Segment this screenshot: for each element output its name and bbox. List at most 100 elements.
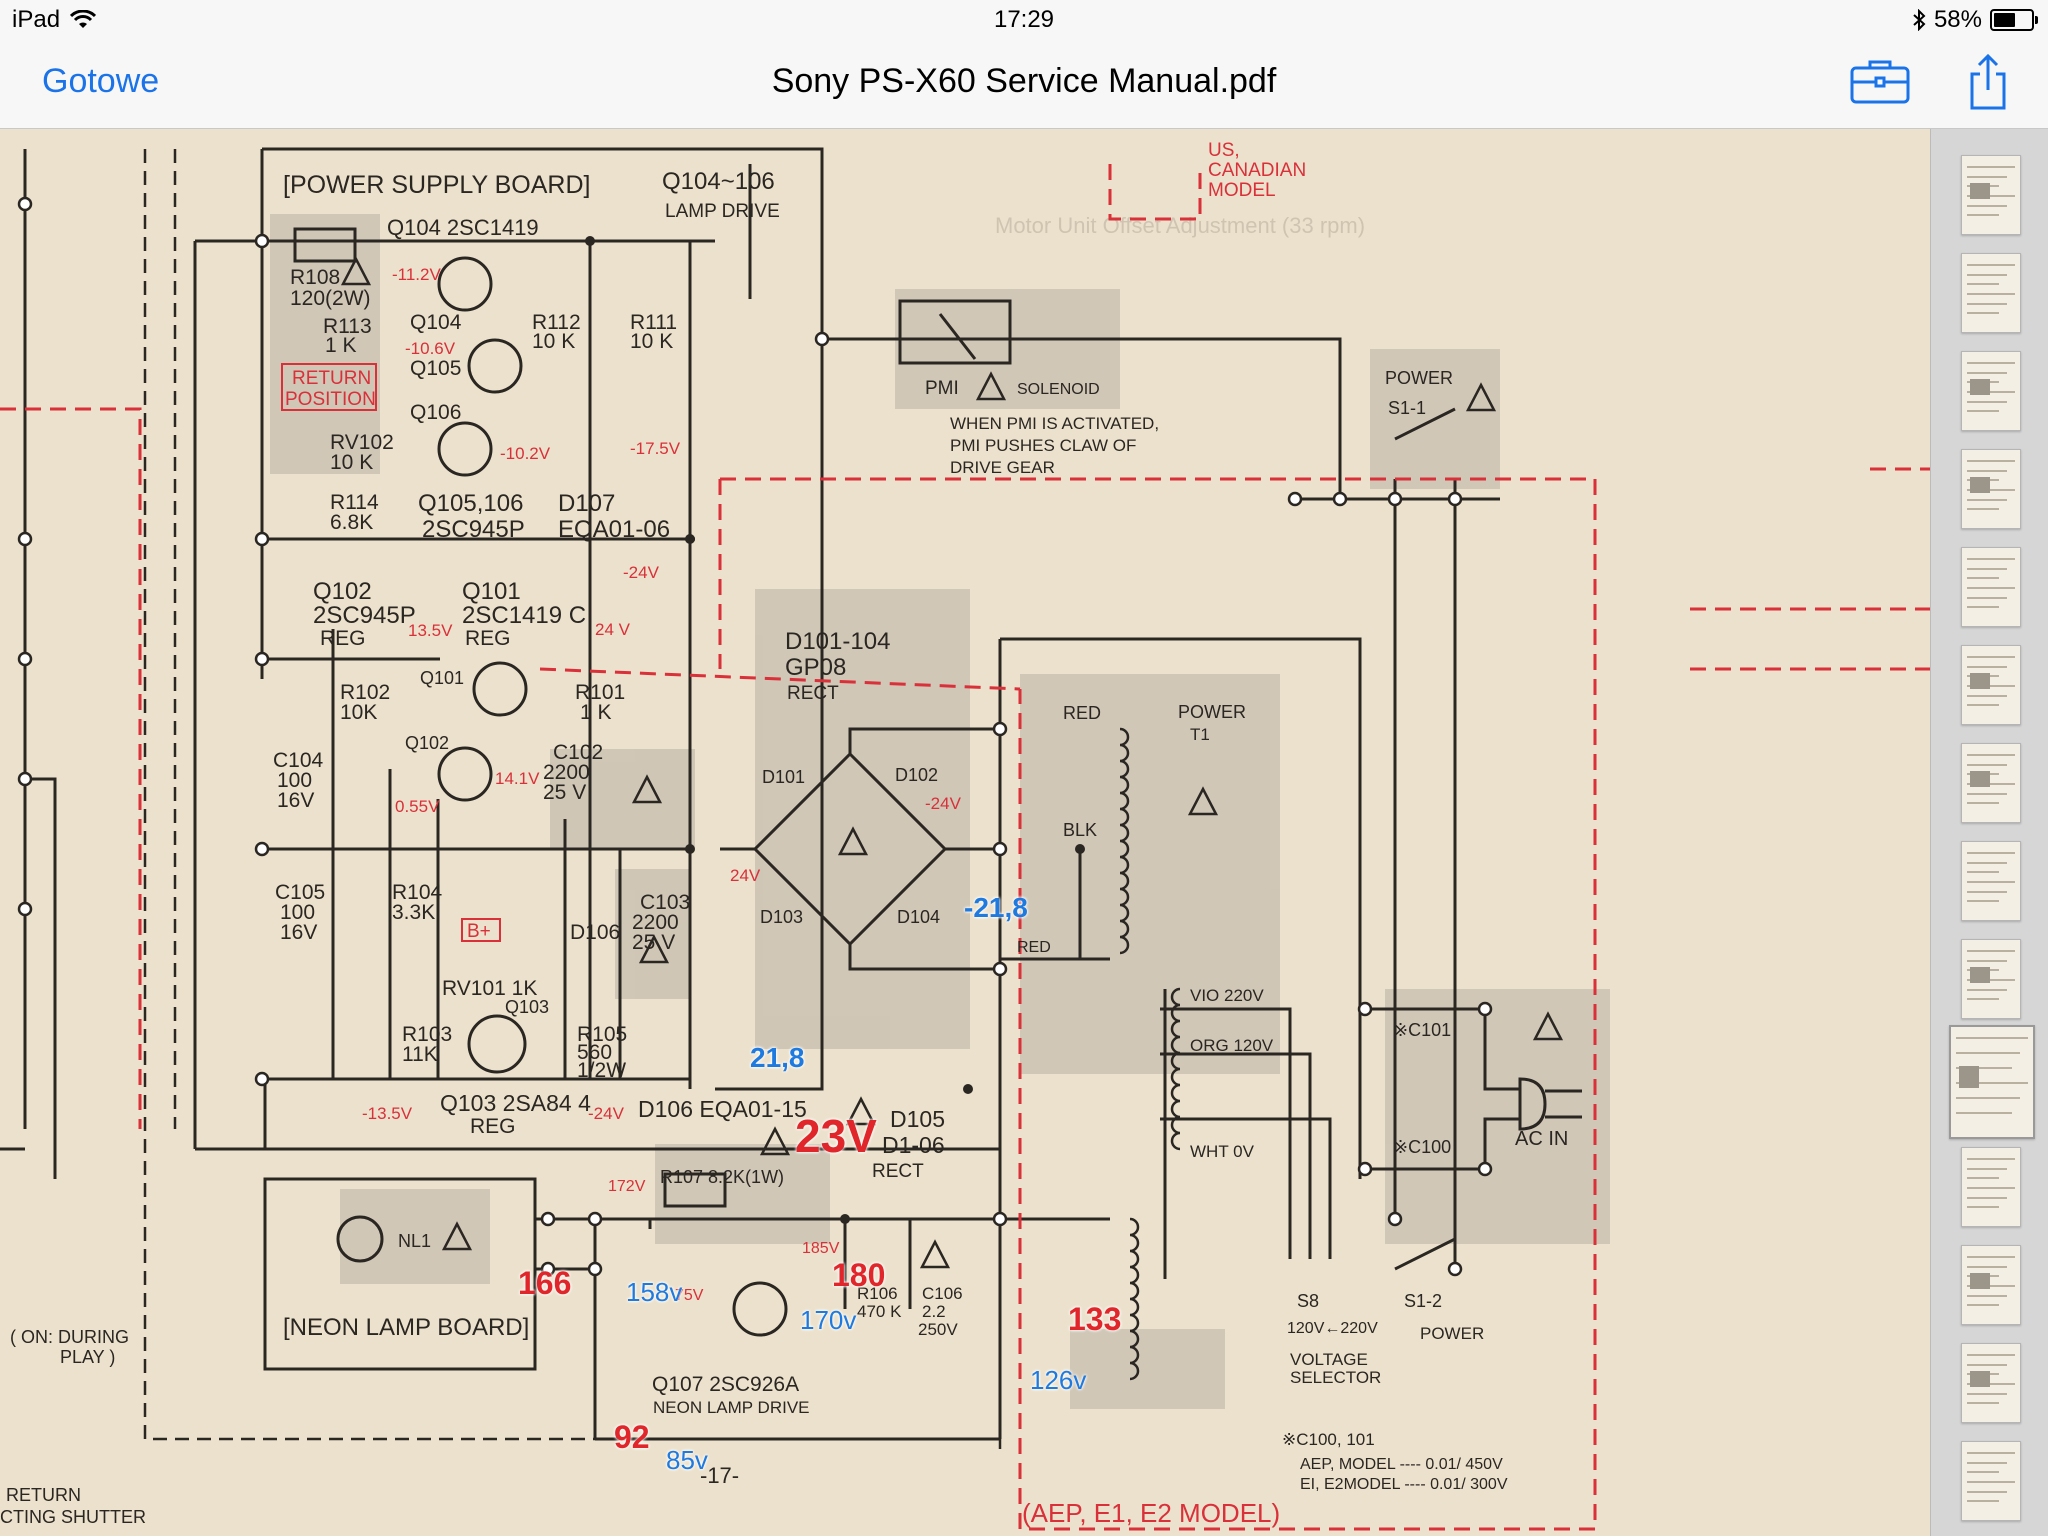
red-dash-aep-frame xyxy=(720,477,1597,1531)
page-thumbnail[interactable] xyxy=(1961,1441,2021,1521)
label-q102-type: 2SC945P xyxy=(313,602,416,629)
label-r103-val: 11K xyxy=(402,1043,438,1066)
label-r102-val: 10K xyxy=(340,701,377,724)
toolbox-icon[interactable] xyxy=(1848,54,1912,106)
label-r107: R107 8.2K(1W) xyxy=(660,1167,784,1187)
thumbnail-text-line xyxy=(1967,871,1999,874)
label-r108: R108 xyxy=(290,266,340,289)
label-q103-2sa844: Q103 2SA84 4 xyxy=(440,1090,591,1116)
page-thumbnail[interactable] xyxy=(1961,645,2021,725)
thumbnail-text-line xyxy=(1967,861,2007,864)
label-lamp-drive: LAMP DRIVE xyxy=(665,201,780,222)
label-c100: ※C100 xyxy=(1393,1137,1451,1157)
thumbnail-figure xyxy=(1970,477,1990,493)
page-thumbnail[interactable] xyxy=(1961,1245,2021,1325)
thumbnail-text-line xyxy=(1956,1067,2012,1069)
label-r111-val: 10 K xyxy=(630,330,673,353)
annotation-minus-21-8: -21,8 xyxy=(964,892,1028,923)
page-thumbnail[interactable] xyxy=(1961,449,2021,529)
label-c102-v1: 2200 xyxy=(543,761,590,784)
red-dash-us xyxy=(1108,164,1202,221)
wire-bridge-bottom xyxy=(848,944,1000,971)
label-solenoid: SOLENOID xyxy=(1017,381,1100,398)
thumbnail-text-line xyxy=(1967,362,2015,364)
label-c105-v1: 100 xyxy=(280,901,315,924)
thumbnail-text-line xyxy=(1967,1256,2015,1258)
page-thumbnails-sidebar[interactable] xyxy=(1930,129,2048,1536)
done-button[interactable]: Gotowe xyxy=(42,62,160,100)
shade-s8 xyxy=(1070,1329,1225,1409)
label-r101-val: 1 K xyxy=(580,701,612,724)
warning-icon xyxy=(1465,382,1497,412)
label-d105-type: D1-06 xyxy=(882,1132,945,1158)
annotation-133: 133 xyxy=(1068,1301,1122,1337)
thumbnail-text-line xyxy=(1967,606,1999,609)
volt-v15: 75V xyxy=(675,1287,704,1304)
page-thumbnail[interactable] xyxy=(1961,841,2021,921)
label-d102: D102 xyxy=(895,765,938,785)
coil-winding xyxy=(1129,1217,1140,1381)
switch-s1-2 xyxy=(1394,1237,1456,1271)
label-c105-v2: 16V xyxy=(280,921,317,944)
thumbnail-text-line xyxy=(1956,1097,2020,1099)
wifi-icon xyxy=(70,10,97,28)
page-thumbnail[interactable] xyxy=(1961,939,2021,1019)
label-rv101: RV101 1K xyxy=(442,977,537,1000)
label-d104: D104 xyxy=(897,907,940,927)
label-r113-val: 1 K xyxy=(325,334,357,357)
volt-v2: -10.6V xyxy=(405,339,456,358)
label-rect: RECT xyxy=(787,683,839,704)
page-thumbnail[interactable] xyxy=(1961,351,2021,431)
label-return-position-2: POSITION xyxy=(285,389,376,410)
thumbnail-text-line xyxy=(1967,498,2007,501)
thumbnail-text-line xyxy=(1967,1402,1999,1405)
thumbnail-text-line xyxy=(1967,1363,2007,1366)
label-c106: C106 xyxy=(922,1284,963,1303)
label-q105-106: Q105,106 xyxy=(418,490,523,517)
label-page-no: -17- xyxy=(700,1463,739,1488)
thumbnail-text-line xyxy=(1967,460,2015,462)
page-thumbnail[interactable] xyxy=(1961,1343,2021,1423)
page-thumbnail-current[interactable] xyxy=(1949,1025,2035,1139)
schematic-diagram: Motor Unit Offset Adjustment (33 rpm) xyxy=(0,140,1930,1531)
status-right: 58% xyxy=(1912,6,2038,34)
thumbnail-text-line xyxy=(1967,704,1999,707)
label-shutter-bottom: CTING SHUTTER xyxy=(0,1507,146,1527)
label-pmi-note-1: WHEN PMI IS ACTIVATED, xyxy=(950,414,1159,433)
page-thumbnail[interactable] xyxy=(1961,253,2021,333)
battery-icon xyxy=(1990,9,2038,31)
label-red2: RED xyxy=(1017,939,1051,956)
page-thumbnail[interactable] xyxy=(1961,155,2021,235)
bleed-text: Motor Unit Offset Adjustment (33 rpm) xyxy=(995,213,1365,238)
thumbnail-text-line xyxy=(1967,950,2015,952)
share-icon[interactable] xyxy=(1966,54,2010,110)
label-r108-val: 120(2W) xyxy=(290,287,371,310)
label-r112-val: 10 K xyxy=(532,330,575,353)
label-c103-v2: 25 V xyxy=(632,931,675,954)
label-power2: POWER xyxy=(1420,1324,1484,1343)
page-thumbnail[interactable] xyxy=(1961,547,2021,627)
page-thumbnail[interactable] xyxy=(1961,1147,2021,1227)
thumbnail-text-line xyxy=(1967,1294,2007,1297)
red-dash-mid xyxy=(539,667,1021,691)
pdf-page-view[interactable]: Motor Unit Offset Adjustment (33 rpm) xyxy=(0,129,1930,1536)
label-power-supply-board: [POWER SUPPLY BOARD] xyxy=(283,171,590,199)
red-labels: RETURN POSITION B+ US, CANADIAN MODEL (A… xyxy=(281,140,1306,1528)
thumbnail-text-line xyxy=(1967,890,2007,893)
label-r104-val: 3.3K xyxy=(392,901,435,924)
label-d105: D105 xyxy=(890,1106,945,1132)
thumbnail-text-line xyxy=(1956,1037,2028,1039)
status-left: iPad xyxy=(12,6,97,34)
thumbnail-text-line xyxy=(1967,1392,2007,1395)
thumbnail-text-line xyxy=(1967,400,2007,403)
label-selector: SELECTOR xyxy=(1290,1368,1381,1387)
thumbnail-text-line xyxy=(1967,656,2015,658)
volt-v12: -24V xyxy=(925,794,962,813)
label-aep-model: AEP, MODEL ---- 0.01/ 450V xyxy=(1300,1456,1503,1473)
thumbnail-text-line xyxy=(1967,754,2015,756)
thumbnail-text-line xyxy=(1967,998,1999,1001)
page-thumbnail[interactable] xyxy=(1961,743,2021,823)
label-org: ORG 120V xyxy=(1190,1036,1274,1055)
q107-transistor xyxy=(732,1281,788,1337)
wire-transformer-top xyxy=(1000,637,1362,1179)
